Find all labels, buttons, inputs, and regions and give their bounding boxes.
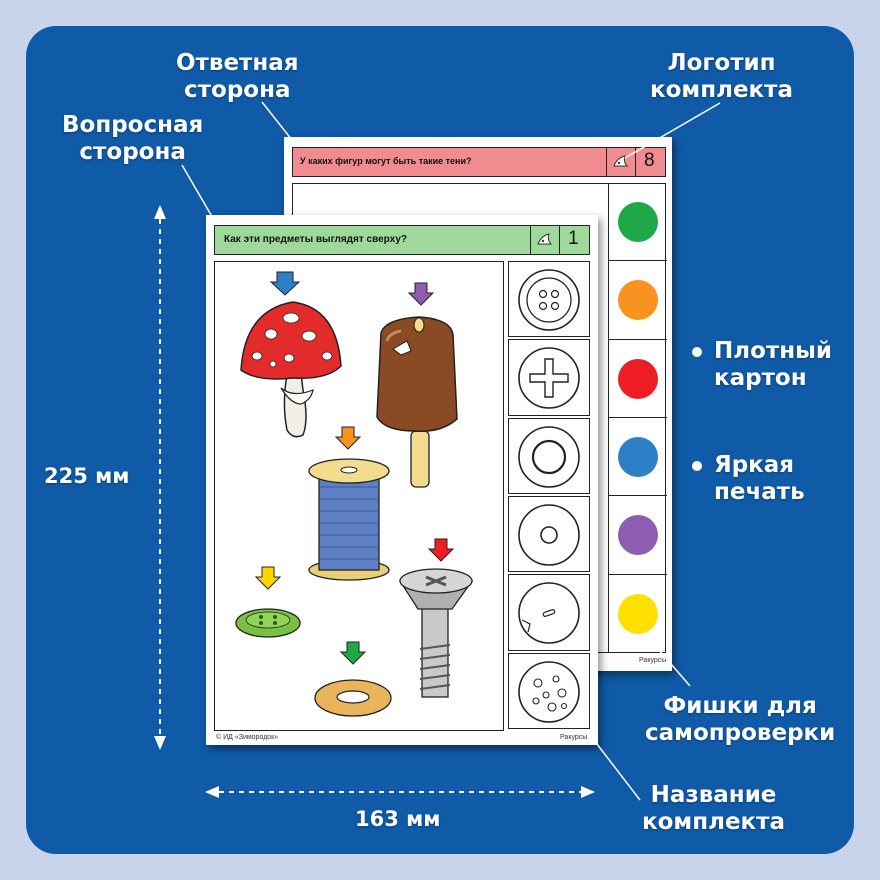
answer-cell-cheese-holes[interactable]	[508, 652, 590, 729]
self-check-chip[interactable]	[618, 202, 658, 243]
small-ring-icon	[518, 504, 580, 566]
chip-cell	[609, 418, 667, 497]
thread-spool-illustration	[308, 426, 390, 581]
chip-cell	[609, 340, 667, 418]
set-logo-icon	[537, 233, 553, 245]
question-card-footer-publisher: © ИД «Зимородок»	[216, 734, 279, 741]
cross-slot-icon	[518, 347, 580, 410]
self-check-chips-column	[608, 183, 667, 653]
set-name-label: Название комплекта	[642, 782, 786, 835]
answer-side-label: Ответная сторона	[176, 50, 299, 103]
question-card-header	[214, 225, 590, 255]
chip-cell	[609, 496, 667, 575]
print-label: Яркая печать	[692, 452, 805, 506]
answer-cell-button-slot[interactable]	[508, 574, 590, 651]
washer-illustration	[314, 641, 392, 717]
chip-cell	[609, 261, 667, 340]
answer-card-header	[292, 147, 666, 177]
chip-cell	[609, 575, 667, 653]
height-label: 225 мм	[44, 464, 130, 488]
self-check-chip[interactable]	[618, 515, 658, 556]
answer-card-number: 8	[644, 150, 655, 171]
green-button-illustration	[235, 566, 301, 638]
width-label: 163 мм	[355, 807, 441, 831]
cheese-holes-icon	[518, 661, 580, 723]
self-check-chip[interactable]	[618, 280, 658, 321]
screw-illustration	[399, 538, 474, 698]
question-card-footer-title: Ракурсы	[560, 734, 588, 741]
height-dimension-arrow	[154, 205, 166, 750]
width-dimension-arrow	[205, 786, 595, 798]
answer-cell-small-ring[interactable]	[508, 496, 590, 573]
ring-icon	[518, 426, 580, 488]
answer-cell-ring[interactable]	[508, 417, 590, 494]
self-check-chip[interactable]	[618, 593, 658, 634]
self-check-chip[interactable]	[618, 358, 658, 399]
question-card-logo-box	[530, 225, 560, 255]
logo-label: Логотип комплекта	[650, 50, 794, 103]
question-side-label: Вопросная сторона	[62, 112, 204, 165]
mushroom-illustration	[240, 271, 342, 438]
answer-cell-button-holes[interactable]	[508, 261, 590, 338]
button-slot-icon	[518, 582, 580, 645]
button-holes-icon	[518, 269, 580, 331]
ice-cream-illustration	[376, 282, 458, 488]
question-card-question: Как эти предметы выглядят сверху?	[224, 234, 408, 245]
answer-cell-cross-slot[interactable]	[508, 339, 590, 416]
self-check-chip[interactable]	[618, 437, 658, 478]
chips-label: Фишки для самопроверки	[645, 693, 836, 746]
chip-cell	[609, 183, 667, 262]
cardboard-label: Плотный картон	[692, 338, 832, 392]
answer-card-footer-title: Ракурсы	[639, 657, 667, 664]
set-logo-icon	[613, 155, 629, 167]
answer-card-logo-box	[606, 147, 636, 177]
answer-card-question: У каких фигур могут быть такие тени?	[300, 156, 472, 166]
question-side-card: Как эти предметы выглядят сверху? 1	[206, 215, 598, 745]
question-card-number: 1	[568, 228, 579, 249]
answer-cells-column	[508, 261, 590, 731]
